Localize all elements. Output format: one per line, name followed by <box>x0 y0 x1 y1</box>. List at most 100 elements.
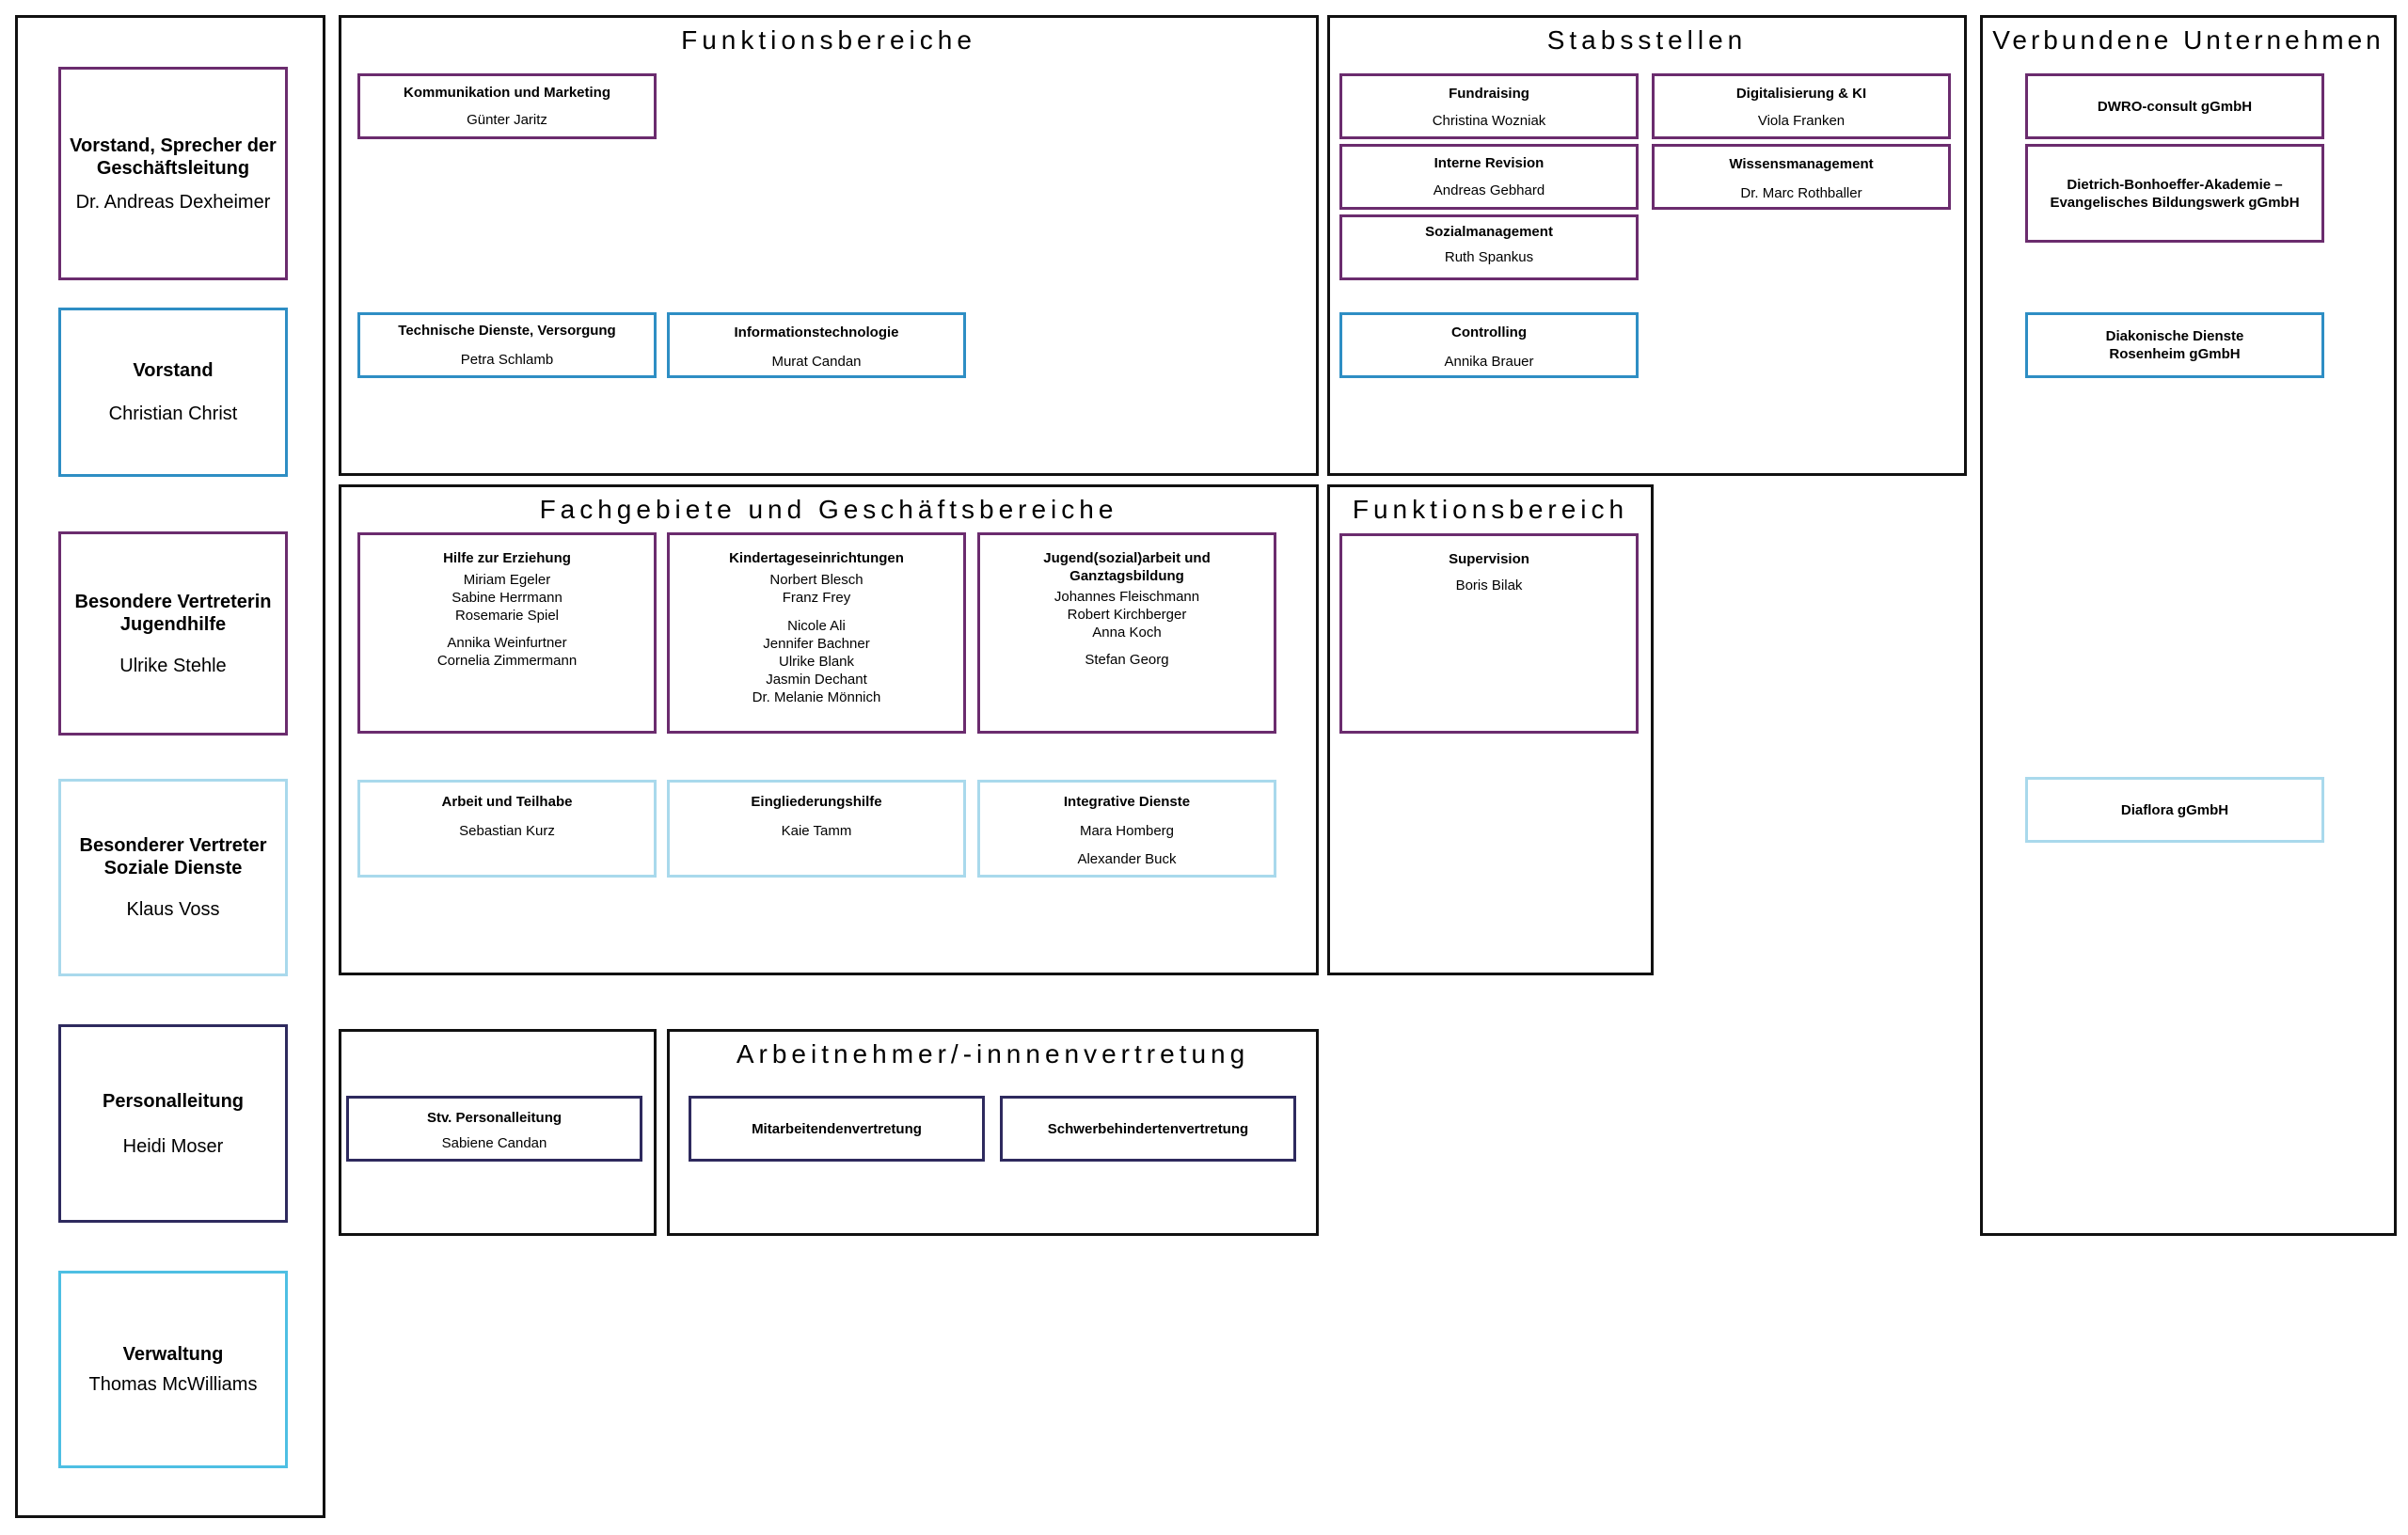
unit-hilfe-zur-erziehung: Hilfe zur Erziehung Miriam Egeler Sabine… <box>357 532 657 734</box>
unit-person: Robert Kirchberger <box>1067 607 1187 623</box>
unit-person: Alexander Buck <box>1077 851 1177 867</box>
unit-kindertageseinrichtungen: Kindertageseinrichtungen Norbert Blesch … <box>667 532 966 734</box>
unit-person: Murat Candan <box>771 354 862 370</box>
unit-technische-dienste: Technische Dienste, Versorgung Petra Sch… <box>357 312 657 378</box>
unit-person: Rosemarie Spiel <box>454 608 560 624</box>
unit-controlling: Controlling Annika Brauer <box>1339 312 1639 378</box>
leadership-box-vorstand-sprecher: Vorstand, Sprecher der Geschäftsleitung … <box>58 67 288 280</box>
unit-title: Kindertageseinrichtungen <box>729 550 904 566</box>
leadership-title: Vorstand <box>133 360 214 381</box>
stabsstellen-panel: Stabsstellen <box>1327 15 1967 476</box>
fachgebiete-panel: Fachgebiete und Geschäftsbereiche <box>339 484 1319 975</box>
unit-title: Controlling <box>1451 324 1527 340</box>
leadership-person: Thomas McWilliams <box>88 1374 258 1395</box>
panel-title: Verbundene Unternehmen <box>1992 25 2384 55</box>
leadership-title: Besonderer Vertreter Soziale Dienste <box>79 835 267 878</box>
unit-person: Kaie Tamm <box>781 823 852 839</box>
company-name: Diaflora gGmbH <box>2120 801 2229 818</box>
unit-arbeit-und-teilhabe: Arbeit und Teilhabe Sebastian Kurz <box>357 780 657 878</box>
leadership-box-vorstand: Vorstand Christian Christ <box>58 308 288 477</box>
unit-person: Andreas Gebhard <box>1433 182 1545 198</box>
unit-informationstechnologie: Informationstechnologie Murat Candan <box>667 312 966 378</box>
unit-title: Technische Dienste, Versorgung <box>398 323 616 339</box>
company-dwro-consult: DWRO-consult gGmbH <box>2025 73 2324 139</box>
unit-person: Jennifer Bachner <box>763 636 870 652</box>
unit-interne-revision: Interne Revision Andreas Gebhard <box>1339 144 1639 210</box>
unit-title: Eingliederungshilfe <box>751 794 882 810</box>
unit-supervision: Supervision Boris Bilak <box>1339 533 1639 734</box>
leadership-title: Personalleitung <box>102 1090 245 1112</box>
unit-jugendarbeit: Jugend(sozial)arbeit und Ganztagsbildung… <box>977 532 1276 734</box>
unit-title: Sozialmanagement <box>1425 224 1553 240</box>
leadership-panel <box>15 15 325 1518</box>
panel-title: Funktionsbereiche <box>681 25 976 55</box>
unit-person: Nicole Ali <box>787 618 846 634</box>
leadership-title: Vorstand, Sprecher der Geschäftsleitung <box>70 135 277 179</box>
company-name: DWRO-consult gGmbH <box>2097 98 2253 115</box>
unit-fundraising: Fundraising Christina Wozniak <box>1339 73 1639 139</box>
leadership-box-soziale-dienste: Besonderer Vertreter Soziale Dienste Kla… <box>58 779 288 976</box>
unit-person: Günter Jaritz <box>467 112 547 128</box>
unit-person: Ulrike Blank <box>778 654 855 670</box>
unit-integrative-dienste: Integrative Dienste Mara Homberg Alexand… <box>977 780 1276 878</box>
unit-wissensmanagement: Wissensmanagement Dr. Marc Rothballer <box>1652 144 1951 210</box>
unit-person: Sabine Herrmann <box>452 590 562 606</box>
unit-title: Supervision <box>1449 551 1529 567</box>
unit-title: Stv. Personalleitung <box>426 1110 562 1126</box>
unit-person: Petra Schlamb <box>460 352 554 368</box>
unit-person: Sebastian Kurz <box>459 823 555 839</box>
unit-title: Hilfe zur Erziehung <box>443 550 571 566</box>
panel-title: Fachgebiete und Geschäftsbereiche <box>539 495 1118 524</box>
unit-kommunikation: Kommunikation und Marketing Günter Jarit… <box>357 73 657 139</box>
leadership-person: Christian Christ <box>108 404 238 424</box>
unit-title: Integrative Dienste <box>1063 794 1191 810</box>
unit-title: Digitalisierung & KI <box>1735 86 1867 102</box>
unit-title: Mitarbeitendenvertretung <box>752 1120 922 1137</box>
unit-title: Fundraising <box>1449 86 1529 102</box>
unit-person: Annika Weinfurtner <box>447 635 567 651</box>
leadership-person: Ulrike Stehle <box>119 655 227 676</box>
leadership-person: Dr. Andreas Dexheimer <box>75 191 271 213</box>
unit-person: Christina Wozniak <box>1432 113 1546 129</box>
unit-person: Jasmin Dechant <box>766 672 867 688</box>
leadership-person: Klaus Voss <box>126 899 220 920</box>
unit-title: Interne Revision <box>1434 155 1545 171</box>
panel-title: Funktionsbereich <box>1352 495 1629 524</box>
unit-person: Sabiene Candan <box>441 1135 547 1151</box>
unit-person: Boris Bilak <box>1455 578 1523 593</box>
unit-stv-personalleitung: Stv. Personalleitung Sabiene Candan <box>346 1096 642 1162</box>
unit-person: Ruth Spankus <box>1444 249 1534 265</box>
unit-person: Miriam Egeler <box>463 572 551 588</box>
unit-title: Schwerbehindertenvertretung <box>1047 1120 1249 1137</box>
personal-panel <box>339 1029 657 1236</box>
unit-person: Annika Brauer <box>1444 354 1534 370</box>
unit-person: Mara Homberg <box>1079 823 1175 839</box>
company-name: Dietrich-Bonhoeffer-Akademie – Evangelis… <box>2050 176 2300 211</box>
unit-title: Kommunikation und Marketing <box>403 85 610 101</box>
unit-eingliederungshilfe: Eingliederungshilfe Kaie Tamm <box>667 780 966 878</box>
panel-title: Stabsstellen <box>1546 25 1748 55</box>
unit-digitalisierung: Digitalisierung & KI Viola Franken <box>1652 73 1951 139</box>
unit-person: Norbert Blesch <box>769 572 863 588</box>
arbeitnehmervertretung-panel: Arbeitnehmer/-innnenvertretung <box>667 1029 1319 1236</box>
company-name: Diakonische Dienste Rosenheim gGmbH <box>2105 328 2244 362</box>
unit-schwerbehindertenvertretung: Schwerbehindertenvertretung <box>1000 1096 1296 1162</box>
unit-person: Cornelia Zimmermann <box>436 653 578 669</box>
leadership-box-personalleitung: Personalleitung Heidi Moser <box>58 1024 288 1223</box>
unit-title: Arbeit und Teilhabe <box>441 794 573 810</box>
company-dietrich-bonhoeffer-akademie: Dietrich-Bonhoeffer-Akademie – Evangelis… <box>2025 144 2324 243</box>
panel-title: Arbeitnehmer/-innnenvertretung <box>736 1039 1250 1068</box>
verbundene-unternehmen-panel: Verbundene Unternehmen <box>1980 15 2397 1236</box>
unit-title: Wissensmanagement <box>1729 156 1874 172</box>
funktionsbereiche-panel: Funktionsbereiche <box>339 15 1319 476</box>
unit-title: Jugend(sozial)arbeit und Ganztagsbildung <box>1043 550 1211 584</box>
unit-person: Dr. Marc Rothballer <box>1740 185 1862 201</box>
leadership-title: Besondere Vertreterin Jugendhilfe <box>74 591 272 635</box>
unit-person: Viola Franken <box>1757 113 1846 129</box>
leadership-person: Heidi Moser <box>122 1135 224 1157</box>
unit-person: Johannes Fleischmann <box>1054 589 1200 605</box>
unit-person: Dr. Melanie Mönnich <box>752 689 881 705</box>
unit-title: Informationstechnologie <box>734 324 899 340</box>
leadership-box-verwaltung: Verwaltung Thomas McWilliams <box>58 1271 288 1468</box>
unit-mitarbeitendenvertretung: Mitarbeitendenvertretung <box>689 1096 985 1162</box>
